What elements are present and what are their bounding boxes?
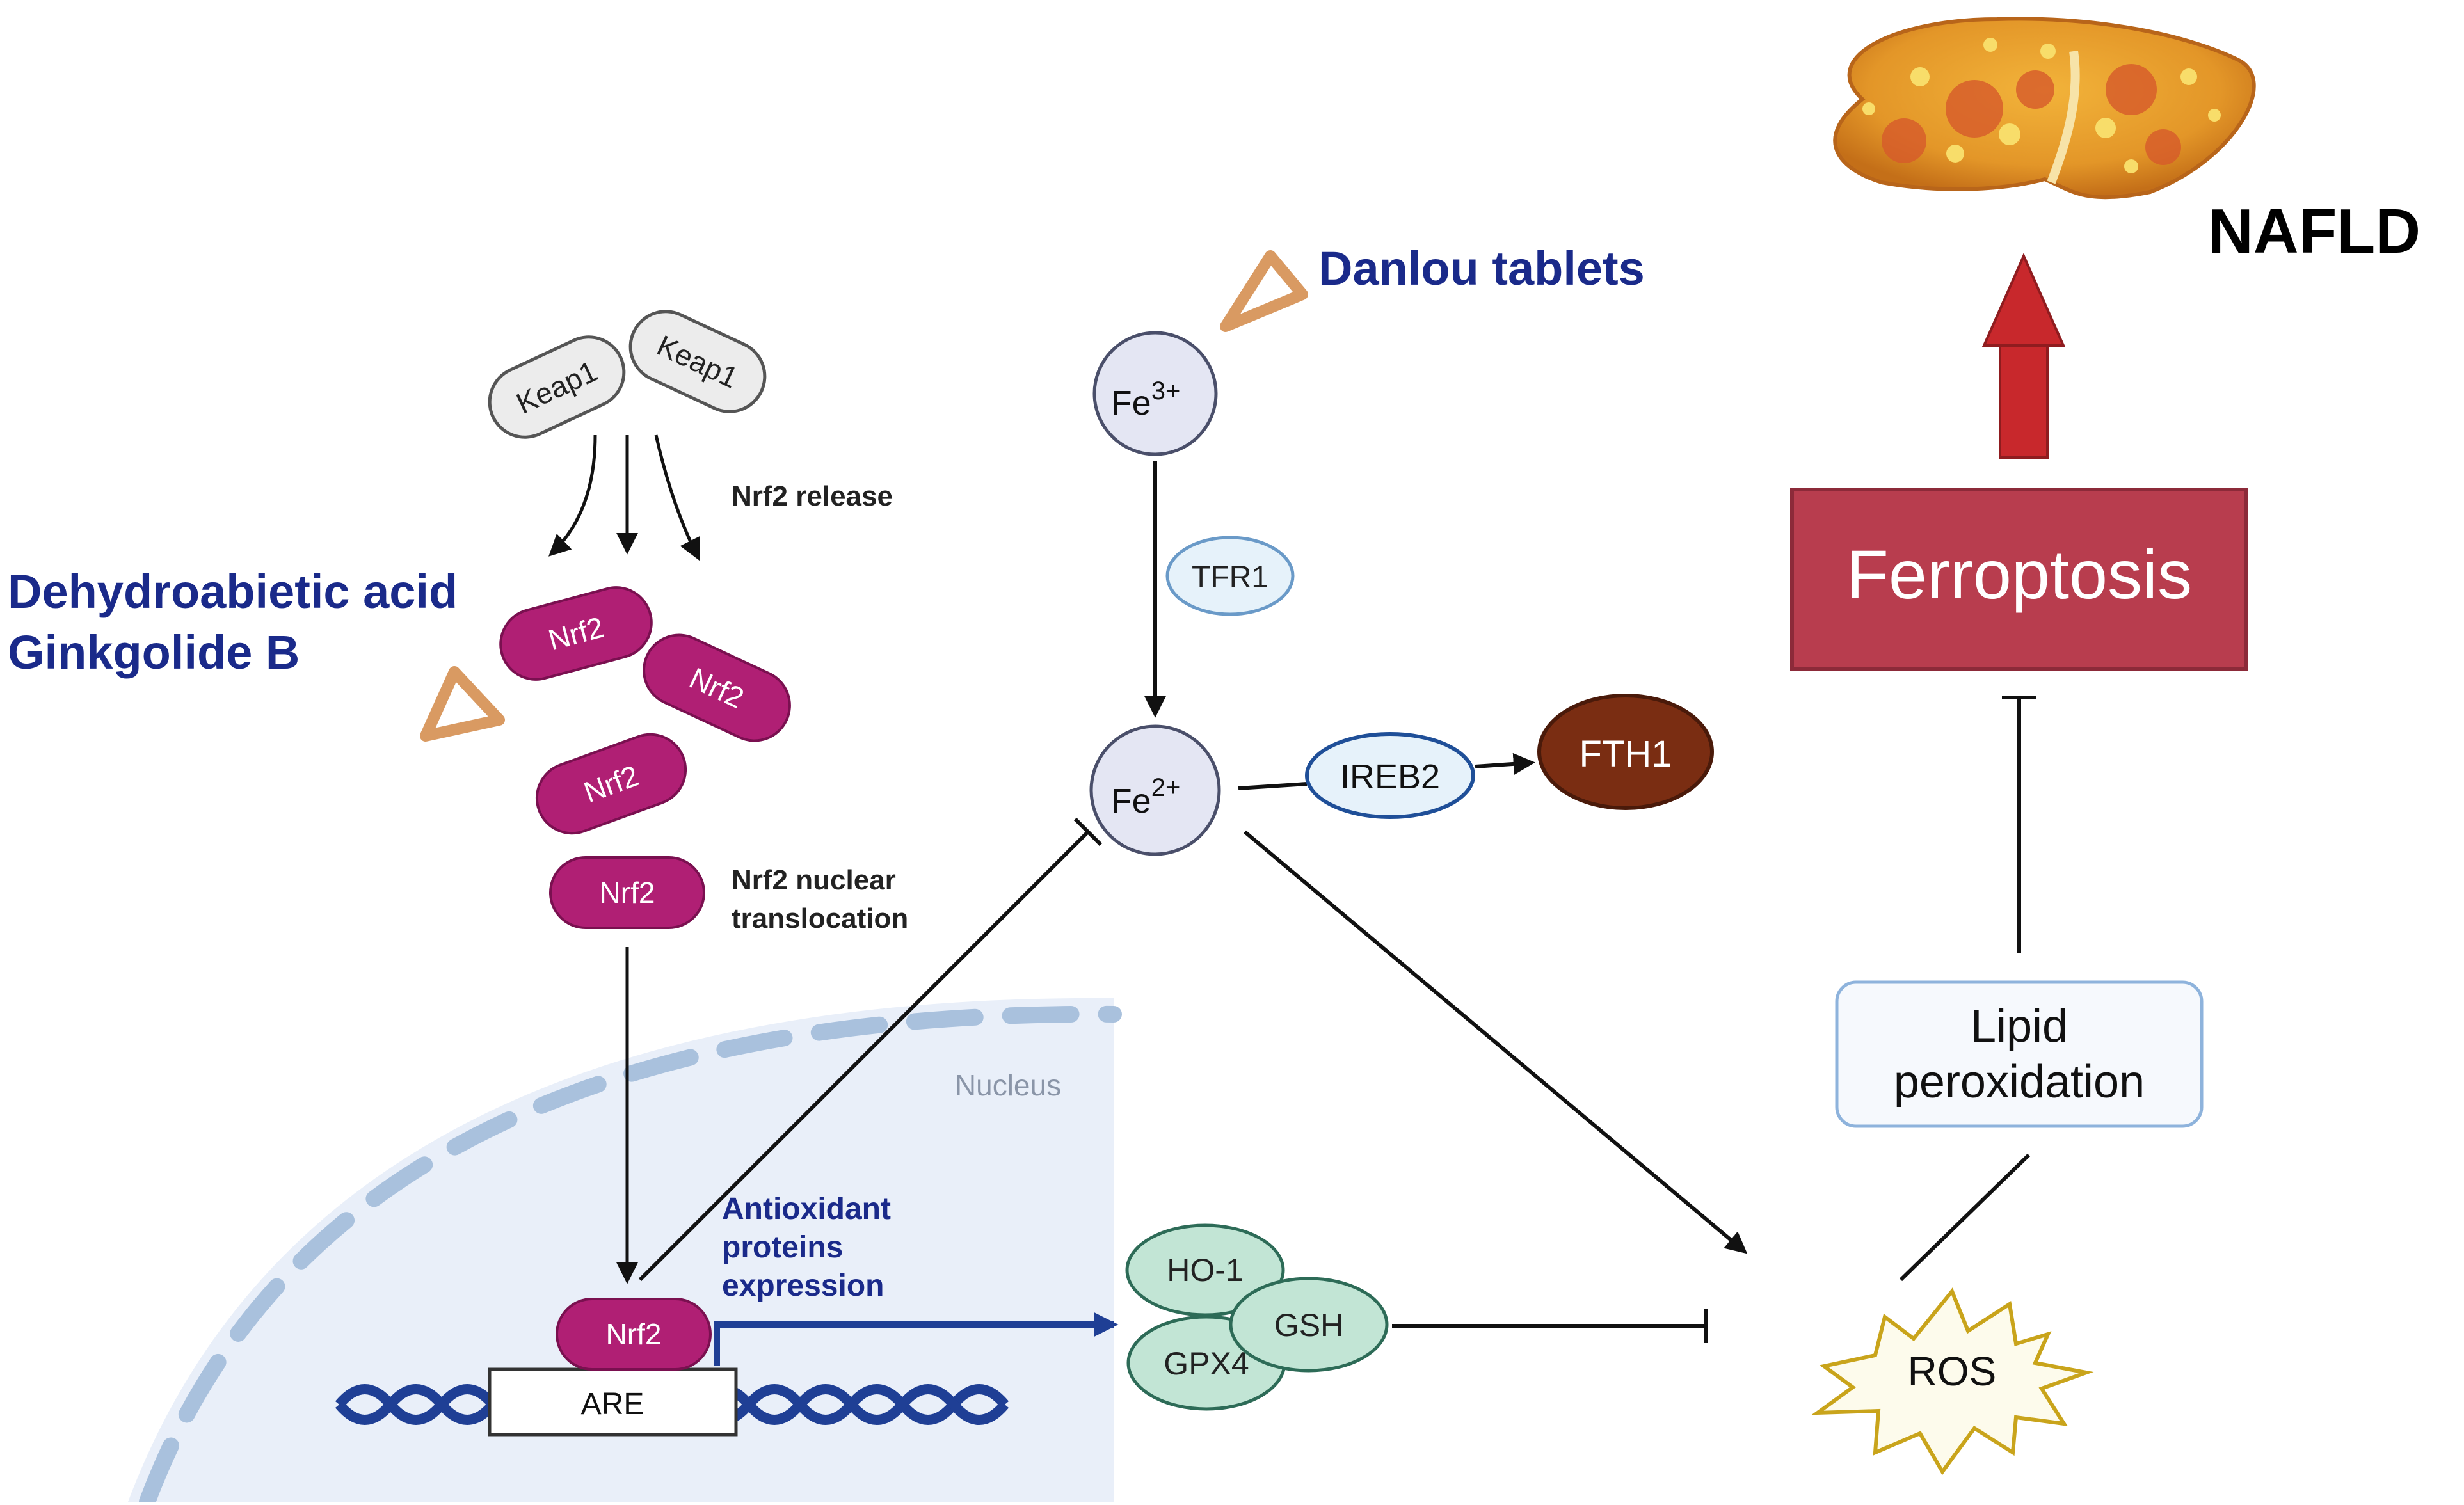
ferroptosis-label: Ferroptosis [1846,536,2192,613]
ginkgolide-label: Ginkgolide B [8,626,300,679]
ireb2-fth1-arrow [1475,752,1535,775]
ferroptosis-box: Ferroptosis [1790,488,2248,671]
danlou-marker-icon [1220,250,1308,332]
keap1-pill-left: Keap1 [488,335,626,439]
expression-arrow [714,1312,1119,1366]
nrf2-pill-1: Nrf2 [499,586,653,681]
fe2-text: Fe2+ [1111,774,1181,820]
gsh-label: GSH [1274,1307,1343,1343]
ros-label: ROS [1908,1348,1997,1394]
nrf2-pill-2: Nrf2 [643,633,791,742]
keap1-pill-right: Keap1 [628,310,767,413]
nucleus-label: Nucleus [955,1069,1061,1102]
fe2-ros-arrow [1244,830,1748,1254]
are-box: ARE [488,1367,738,1437]
translocation-label-line2: translocation [732,903,908,934]
gsh-oval: GSH [1229,1277,1389,1373]
nucleus: Nucleus [128,998,1122,1505]
tfr1-oval: TFR1 [1165,536,1295,616]
tfr1-label: TFR1 [1192,561,1268,594]
fe3-circle: Fe3+ [1092,331,1218,456]
danlou-label: Danlou tablets [1318,242,1645,295]
translocation-label-line1: Nrf2 nuclear [732,864,896,896]
fth1-label: FTH1 [1580,733,1672,775]
antioxidant-label-line3: expression [722,1269,884,1303]
gpx4-label: GPX4 [1164,1346,1249,1382]
fe2-ireb2-link [1238,782,1308,790]
nrf2-fe2-inhibition [638,830,1090,1282]
nrf2-nuclear-label: Nrf2 [606,1318,662,1351]
ireb2-oval: IREB2 [1305,732,1475,819]
nrf2-pill-4: Nrf2 [549,856,705,929]
antioxidant-label-line1: Antioxidant [722,1192,891,1226]
nrf2-pill-3: Nrf2 [535,733,687,835]
release-arrow-left [548,434,597,557]
fe2-circle: Fe2+ [1089,724,1221,856]
release-arrow-right [654,434,700,561]
ho1-oval: HO-1 [1125,1223,1285,1317]
nrf2-label-4: Nrf2 [600,876,655,909]
drug-marker-icon [420,666,505,742]
fth1-oval: FTH1 [1537,694,1714,810]
lipid-peroxidation-box: Lipid peroxidation [1835,980,2204,1128]
ros-lipid-link [1899,1153,2031,1282]
are-label: ARE [581,1387,644,1421]
nrf2-release-label: Nrf2 release [732,481,893,512]
fe3-text: Fe3+ [1111,377,1181,422]
nafld-label: NAFLD [2208,196,2420,266]
dehydroabietic-label: Dehydroabietic acid [8,565,458,618]
lipid-label-line1: Lipid [1971,1001,2068,1052]
red-up-arrow-icon [1981,253,2066,459]
antioxidant-label-line2: proteins [722,1230,843,1264]
ros-burst: ROS [1811,1287,2094,1476]
nrf2-nuclear-pill: Nrf2 [556,1298,712,1371]
lipid-label-line2: peroxidation [1894,1056,2145,1108]
ho1-label: HO-1 [1167,1252,1243,1288]
ireb2-label: IREB2 [1340,758,1440,796]
liver-illustration [1833,17,2256,200]
